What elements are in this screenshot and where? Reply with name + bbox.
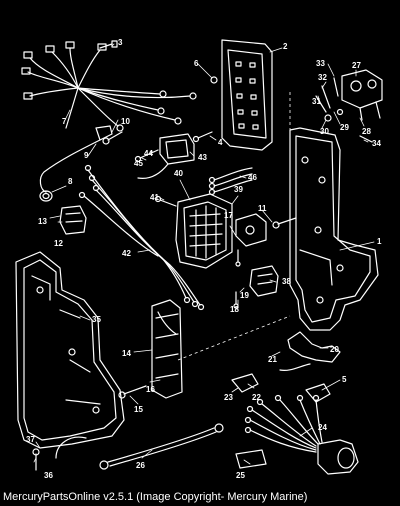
part-27-solenoid (315, 69, 383, 143)
callout-25: 25 (236, 471, 245, 480)
callout-28: 28 (362, 127, 371, 136)
callout-34: 34 (372, 139, 381, 148)
part-5-connector (305, 383, 331, 403)
callout-46: 46 (248, 173, 257, 182)
callout-29: 29 (340, 123, 349, 132)
callout-13: 13 (38, 217, 47, 226)
callout-38: 38 (282, 277, 291, 286)
part-46-terminal-wires (208, 167, 253, 196)
part-20-lead (279, 331, 341, 371)
callout-22: 22 (252, 393, 261, 402)
callout-9: 9 (84, 151, 89, 160)
part-35-ignition-housing (15, 251, 125, 449)
callout-35: 35 (92, 315, 101, 324)
part-43-rectifier (134, 133, 195, 179)
part-3-screw (99, 40, 118, 49)
callout-14: 14 (122, 349, 131, 358)
callout-42: 42 (122, 249, 131, 258)
part-22-23-connector (231, 373, 259, 393)
part-12-connector (59, 205, 87, 235)
part-1-mounting-plate (289, 127, 379, 331)
part-40-cdm-module (175, 193, 233, 269)
callout-17: 17 (224, 211, 233, 220)
callout-24: 24 (318, 423, 327, 432)
callout-37: 37 (26, 435, 35, 444)
callout-36: 36 (44, 471, 53, 480)
callout-labels: 1 2 3 4 5 6 7 8 9 10 11 12 13 14 15 16 1… (26, 38, 382, 480)
callout-45: 45 (134, 159, 143, 168)
part-26-cable (99, 423, 224, 470)
callout-2: 2 (283, 42, 288, 51)
reference-dashed-lines (177, 92, 291, 361)
callout-43: 43 (198, 153, 207, 162)
copyright-caption: MercuryPartsOnline v2.5.1 (Image Copyrig… (3, 491, 308, 503)
part-10-screw (102, 131, 123, 145)
callout-1: 1 (377, 237, 382, 246)
part-6-washer (210, 76, 218, 84)
part-36-37-screws (32, 436, 87, 471)
callout-5: 5 (342, 375, 347, 384)
callout-18: 18 (230, 305, 239, 314)
callout-27: 27 (352, 61, 361, 70)
callout-39: 39 (234, 185, 243, 194)
part-2-switch-box (221, 39, 273, 151)
callout-12: 12 (54, 239, 63, 248)
callout-3: 3 (118, 38, 123, 47)
part-4-screws (192, 131, 213, 143)
part-24-harness-plug (235, 394, 359, 475)
part-14-coil-assembly (151, 299, 183, 399)
callout-23: 23 (224, 393, 233, 402)
callout-4: 4 (218, 138, 223, 147)
part-7-wire-harness (21, 41, 197, 132)
part-38-connector (249, 265, 279, 297)
callout-26: 26 (136, 461, 145, 470)
callout-15: 15 (134, 405, 143, 414)
callout-30: 30 (320, 127, 329, 136)
exploded-parts-diagram: 1 2 3 4 5 6 7 8 9 10 11 12 13 14 15 16 1… (15, 38, 383, 480)
part-39-coil (235, 213, 267, 247)
part-9-ground-lead (39, 125, 113, 202)
callout-21: 21 (268, 355, 277, 364)
callout-16: 16 (146, 385, 155, 394)
callout-32: 32 (318, 73, 327, 82)
part-15-bolt (118, 385, 147, 399)
callout-40: 40 (174, 169, 183, 178)
callout-33: 33 (316, 59, 325, 68)
callout-19: 19 (240, 291, 249, 300)
part-11-bolt (272, 217, 297, 229)
callout-20: 20 (330, 345, 339, 354)
callout-44: 44 (144, 149, 153, 158)
callout-41: 41 (150, 193, 159, 202)
callout-8: 8 (68, 177, 73, 186)
leader-lines (33, 43, 375, 465)
callout-7: 7 (62, 117, 67, 126)
callout-31: 31 (312, 97, 321, 106)
callout-6: 6 (194, 59, 199, 68)
callout-11: 11 (258, 204, 267, 213)
part-42-wire-bundle (78, 164, 205, 311)
callout-10: 10 (121, 117, 130, 126)
part-41-screw (154, 195, 177, 207)
